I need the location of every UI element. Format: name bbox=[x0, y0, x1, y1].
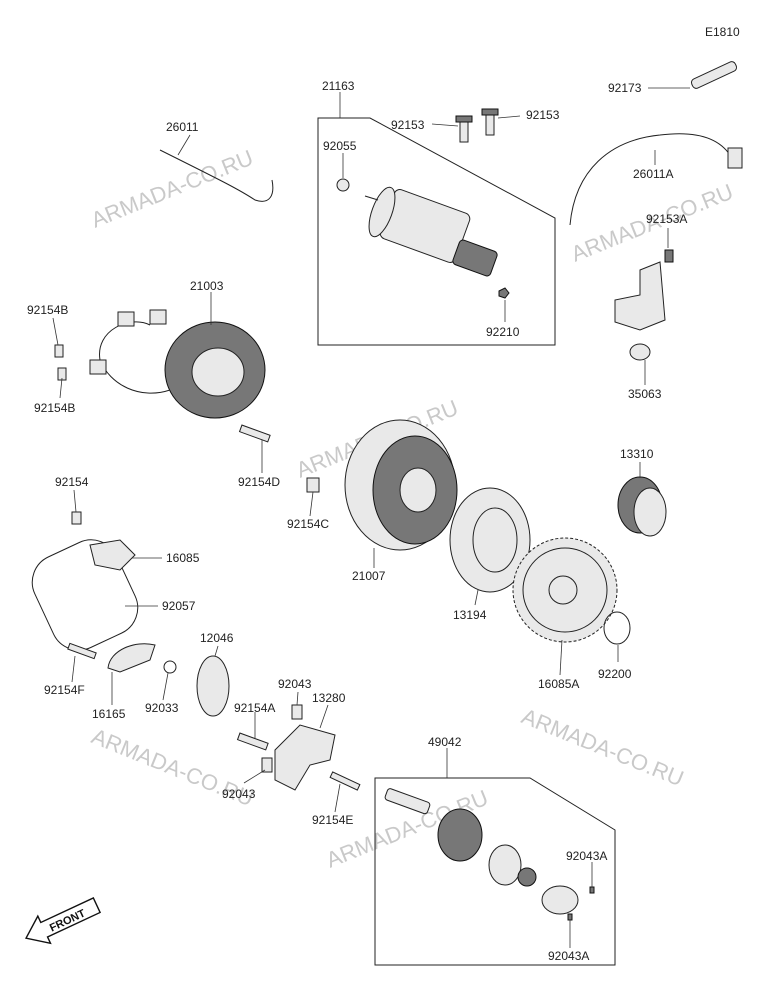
label-92033: 92033 bbox=[145, 701, 179, 715]
part-16165 bbox=[107, 643, 156, 673]
label-92154b-bottom: 92154B bbox=[34, 401, 75, 415]
label-92043-bottom: 92043 bbox=[222, 787, 256, 801]
diagram-code: E1810 bbox=[705, 25, 740, 39]
cover-16085 bbox=[89, 539, 136, 571]
label-92154f: 92154F bbox=[44, 683, 85, 697]
label-92153-right: 92153 bbox=[526, 108, 560, 122]
label-92043a-top: 92043A bbox=[566, 849, 607, 863]
lever-13280 bbox=[274, 724, 336, 791]
cable-26011a bbox=[569, 133, 731, 226]
label-92200: 92200 bbox=[598, 667, 632, 681]
label-21003: 21003 bbox=[190, 279, 224, 293]
bolt-92154d bbox=[238, 424, 271, 443]
gear-16085a-part bbox=[512, 537, 618, 643]
pin-92154c bbox=[306, 477, 320, 493]
leader-lines bbox=[52, 87, 690, 948]
label-13310: 13310 bbox=[620, 447, 654, 461]
label-16085: 16085 bbox=[166, 551, 200, 565]
stator-21003-part bbox=[89, 309, 266, 419]
label-92154: 92154 bbox=[55, 475, 89, 489]
belt-92057 bbox=[31, 539, 139, 651]
clutch-13194-part bbox=[449, 487, 531, 593]
label-92210: 92210 bbox=[486, 325, 520, 339]
gear-13310-part bbox=[617, 476, 667, 537]
label-92154c: 92154C bbox=[287, 517, 329, 531]
bolt-92154a bbox=[236, 732, 269, 751]
bolt-92154 bbox=[71, 511, 82, 525]
bolt-92153-parts bbox=[455, 108, 499, 143]
starter-group-box bbox=[317, 117, 556, 346]
starter-clutch-group-box bbox=[374, 777, 616, 966]
label-16085a: 16085A bbox=[538, 677, 579, 691]
pin-92043-1 bbox=[291, 704, 303, 720]
label-92154b-top: 92154B bbox=[27, 303, 68, 317]
label-92043-top: 92043 bbox=[278, 677, 312, 691]
starter-motor-part bbox=[336, 178, 510, 299]
part-labels: 21163 92055 92153 92153 92210 26011 9217… bbox=[27, 79, 687, 963]
label-21163: 21163 bbox=[322, 79, 355, 93]
label-92153a: 92153A bbox=[646, 212, 687, 226]
label-92057: 92057 bbox=[162, 599, 196, 613]
bolt-92154f bbox=[67, 642, 97, 660]
label-92173: 92173 bbox=[608, 81, 642, 95]
ring-92033 bbox=[163, 660, 177, 674]
cable-terminal bbox=[727, 147, 743, 169]
bracket-35063-part bbox=[614, 249, 674, 361]
label-92154e: 92154E bbox=[312, 813, 353, 827]
label-92153-left: 92153 bbox=[391, 118, 425, 132]
starter-clutch-49042-part bbox=[384, 788, 595, 921]
label-16165: 16165 bbox=[92, 707, 126, 721]
label-13194: 13194 bbox=[453, 608, 487, 622]
label-13280: 13280 bbox=[312, 691, 346, 705]
plate-12046 bbox=[196, 655, 230, 717]
label-92043a-bottom: 92043A bbox=[548, 949, 589, 963]
strap-92173 bbox=[690, 61, 738, 89]
label-49042: 49042 bbox=[428, 735, 462, 749]
watermark-1: ARMADA-CO.RU bbox=[88, 145, 257, 233]
label-92154d: 92154D bbox=[238, 475, 280, 489]
pin-92043-2 bbox=[261, 757, 273, 773]
ring-92200 bbox=[603, 611, 631, 645]
bolt-92154b-1 bbox=[54, 344, 64, 358]
bolt-92154e bbox=[329, 771, 361, 791]
flywheel-21007-part bbox=[344, 419, 458, 551]
label-12046: 12046 bbox=[200, 631, 234, 645]
label-92154a: 92154A bbox=[234, 701, 275, 715]
cable-26011 bbox=[159, 149, 274, 202]
watermark-4: ARMADA-CO.RU bbox=[518, 703, 687, 791]
label-21007: 21007 bbox=[352, 569, 386, 583]
label-92055: 92055 bbox=[323, 139, 357, 153]
front-arrow-icon: FRONT bbox=[24, 897, 102, 945]
label-26011: 26011 bbox=[166, 120, 199, 134]
label-26011a: 26011A bbox=[633, 167, 673, 181]
label-35063: 35063 bbox=[628, 387, 662, 401]
